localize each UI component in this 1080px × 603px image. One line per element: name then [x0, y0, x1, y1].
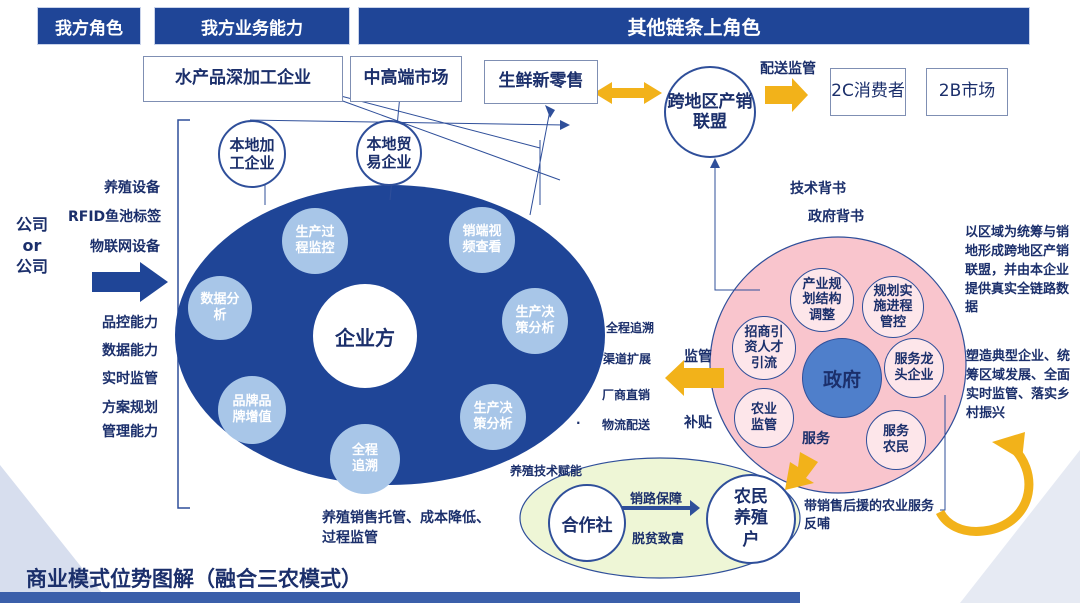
- alliance-description: 以区域为统筹与销地形成跨地区产销联盟，并由本企业提供真实全链路数据: [965, 225, 1070, 316]
- farmers-circle: 农民养殖户: [706, 474, 796, 564]
- gov-node-implementation: 规划实施进程管控: [862, 276, 924, 338]
- corner-decoration-right: [960, 450, 1080, 603]
- company-label: 公司 or 公司: [15, 215, 48, 276]
- node-data-analysis: 数据分析: [188, 276, 252, 340]
- coop-label-prosper: 脱贫致富: [632, 532, 685, 547]
- capability-planning: 方案规划: [102, 400, 158, 416]
- header-other-roles: 其他链条上角色: [358, 7, 1030, 45]
- capability-data: 数据能力: [102, 343, 158, 359]
- breeding-tech-label: 养殖技术赋能: [510, 464, 583, 478]
- company-arrow: [92, 262, 168, 302]
- service-bullet: ·: [576, 416, 581, 430]
- node-production-decision-2: 生产决策分析: [460, 384, 526, 450]
- subsidy-label: 补贴: [684, 415, 712, 431]
- government-center: 政府: [802, 338, 882, 418]
- node-sales-video: 销端视频查看: [449, 207, 515, 273]
- footer-bar: [0, 592, 800, 603]
- gov-node-serve-farmers: 服务农民: [866, 410, 926, 470]
- supervise-arrow: [665, 360, 724, 396]
- capability-iot-equipment: 物联网设备: [90, 239, 160, 255]
- high-end-market-box: 中高端市场: [350, 56, 462, 102]
- gov-node-investment: 招商引资人才引流: [732, 316, 796, 380]
- to-c-consumer-box: 2C消费者: [830, 68, 906, 116]
- enterprise-center: 企业方: [313, 284, 417, 388]
- gov-node-industry-plan: 产业规划结构调整: [790, 268, 854, 332]
- local-trade-circle: 本地贸易企业: [356, 120, 422, 186]
- gov-node-serve-leading: 服务龙头企业: [884, 338, 944, 398]
- corner-decoration: [0, 465, 110, 603]
- node-production-decision-1: 生产决策分析: [502, 288, 568, 354]
- gov-service-label: 服务: [802, 431, 830, 447]
- local-processing-circle: 本地加工企业: [218, 120, 286, 188]
- service-logistics: 物流配送: [602, 418, 651, 432]
- coop-circle: 合作社: [548, 484, 626, 562]
- service-full-trace: 全程追溯: [606, 321, 655, 335]
- typical-enterprise-text: 塑造典型企业、统筹区域发展、全面实时监管、落实乡村振兴: [966, 349, 1071, 421]
- tech-endorsement: 技术背书: [790, 181, 846, 197]
- bottom-note: 养殖销售托管、成本降低、过程监管: [322, 510, 490, 547]
- to-b-market-box: 2B市场: [926, 68, 1008, 116]
- node-brand-value: 品牌品牌增值: [218, 376, 286, 444]
- retail-alliance-arrow: [594, 82, 662, 104]
- service-channel: 渠道扩展: [603, 352, 652, 366]
- service-direct-sales: 厂商直销: [602, 388, 651, 402]
- capability-management: 管理能力: [102, 424, 158, 440]
- node-production-monitoring: 生产过程监控: [282, 208, 348, 274]
- node-full-trace: 全程追溯: [330, 424, 400, 494]
- feedback-curve: [935, 441, 1034, 536]
- service-arrow: [785, 452, 818, 490]
- coop-label-guarantee: 销路保障: [630, 492, 683, 507]
- capability-rfid-tag: RFID鱼池标签: [68, 209, 162, 225]
- processing-enterprise-box: 水产品深加工企业: [143, 56, 343, 102]
- distribution-arrow: [765, 78, 808, 112]
- capability-breeding-equipment: 养殖设备: [104, 180, 160, 196]
- distribution-label: 配送监管: [760, 61, 816, 77]
- supervise-label: 监管: [684, 349, 712, 365]
- cross-region-alliance-circle: 跨地区产销联盟: [664, 66, 756, 158]
- header-our-role: 我方角色: [37, 7, 141, 45]
- capability-realtime: 实时监管: [102, 371, 158, 387]
- gov-node-agri-supervise: 农业监管: [734, 388, 794, 448]
- fresh-retail-box: 生鲜新零售: [484, 60, 598, 104]
- capability-quality: 品控能力: [102, 315, 158, 331]
- footer-title: 商业模式位势图解（融合三农模式）: [26, 567, 362, 591]
- aid-feedback-text: 带销售后援的农业服务反哺: [804, 499, 935, 533]
- gov-endorsement: 政府背书: [808, 209, 864, 225]
- header-our-capability: 我方业务能力: [154, 7, 350, 45]
